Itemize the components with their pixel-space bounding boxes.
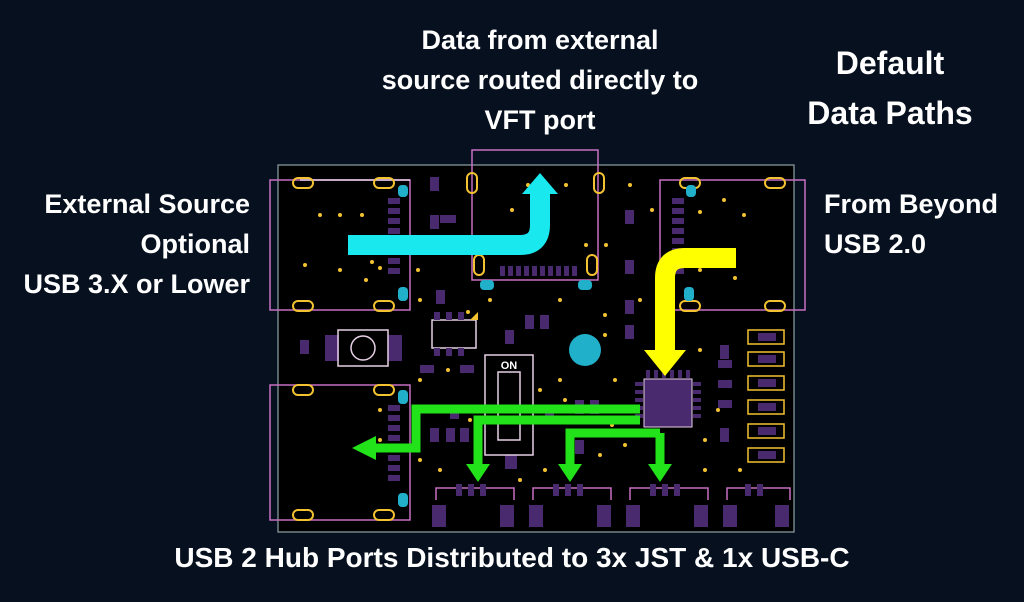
- annotation-line: source routed directly to: [381, 65, 699, 95]
- led-column: [747, 329, 785, 463]
- annotation-line: VFT port: [484, 105, 596, 135]
- teal-pads: [398, 185, 696, 507]
- annotation-line: USB 3.X or Lower: [23, 269, 250, 299]
- annotation-line: Data from external: [421, 25, 659, 55]
- green-arrowheads: [352, 436, 672, 482]
- title-line: Default: [835, 45, 945, 81]
- hub-ic: [635, 370, 701, 428]
- usb-c-pin-row: [500, 266, 577, 276]
- vft-port-annotation: Data from external source routed directl…: [350, 20, 730, 140]
- usb-connector-top-right: [659, 179, 806, 311]
- led-pads: [758, 333, 776, 459]
- green-data-path-arrows: [372, 404, 665, 466]
- tactile-button: [337, 329, 389, 367]
- switch-on-label: ON: [501, 360, 518, 372]
- jst-connectors: [432, 484, 791, 527]
- annotation-line: External Source: [44, 189, 250, 219]
- annotation-line: From Beyond: [824, 189, 999, 219]
- yellow-data-path-arrow: [644, 248, 736, 376]
- hub-ports-annotation: USB 2 Hub Ports Distributed to 3x JST & …: [0, 538, 1024, 578]
- annotation-line: USB 2.0: [824, 229, 927, 259]
- small-ic: [431, 312, 478, 356]
- beyond-source-annotation: From Beyond USB 2.0: [824, 184, 1024, 264]
- external-source-annotation: External Source Optional USB 3.X or Lowe…: [0, 184, 250, 304]
- cyan-data-path-arrow: [348, 173, 558, 255]
- annotation-line: Optional: [140, 229, 251, 259]
- diagram-title: Default Data Paths: [790, 38, 990, 138]
- annotation-line: USB 2 Hub Ports Distributed to 3x JST & …: [174, 542, 850, 573]
- mounting-hole: [569, 334, 601, 366]
- title-line: Data Paths: [807, 95, 973, 131]
